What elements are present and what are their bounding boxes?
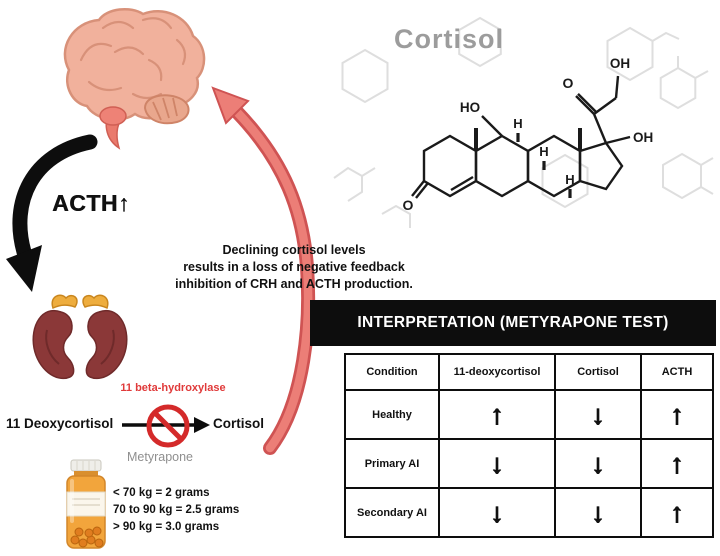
pituitary-icon bbox=[99, 106, 127, 126]
table-row: Healthy ↑ ↓ ↑ bbox=[344, 389, 714, 440]
drug-name-label: Metyrapone bbox=[127, 450, 194, 464]
interpretation-panel: INTERPRETATION (METYRAPONE TEST) Conditi… bbox=[310, 300, 716, 538]
substrate-label: 11 Deoxycortisol bbox=[6, 416, 114, 431]
column-header-11-deoxycortisol: 11-deoxycortisol bbox=[438, 353, 556, 391]
chem-label-oh-17: OH bbox=[633, 130, 653, 145]
pill-bottle-icon bbox=[66, 459, 106, 549]
feedback-text-line: results in a loss of negative feedback bbox=[183, 260, 405, 274]
chem-label-o-side: O bbox=[563, 75, 574, 91]
feedback-text-line: inhibition of CRH and ACTH production. bbox=[175, 277, 413, 291]
arrow-cell: ↓ bbox=[438, 487, 556, 538]
reaction-arrow-icon bbox=[122, 417, 210, 433]
row-label: Secondary AI bbox=[344, 487, 440, 538]
acth-label: ACTH↑ bbox=[52, 190, 130, 216]
cortisol-structure: HO O O OH OH H H H bbox=[333, 16, 714, 228]
structure-title: Cortisol bbox=[394, 24, 505, 54]
stereo-bonds bbox=[516, 133, 572, 198]
arrow-cell: ↑ bbox=[438, 389, 556, 440]
interpretation-table: Condition 11-deoxycortisol Cortisol ACTH… bbox=[344, 353, 714, 538]
chem-label-ho: HO bbox=[460, 100, 480, 115]
arrow-cell: ↑ bbox=[640, 487, 714, 538]
table-header-row: Condition 11-deoxycortisol Cortisol ACTH bbox=[344, 353, 714, 391]
blocked-prohibition-icon bbox=[146, 404, 190, 448]
dosing-line: 70 to 90 kg = 2.5 grams bbox=[113, 504, 240, 516]
arrow-cell: ↑ bbox=[640, 438, 714, 489]
faded-structures bbox=[333, 16, 714, 228]
methyl-groups bbox=[474, 128, 582, 151]
chem-label-o-ring: O bbox=[403, 197, 414, 213]
acth-down-arrow-icon bbox=[6, 134, 98, 292]
feedback-text: Declining cortisol levels results in a l… bbox=[138, 242, 450, 293]
table-row: Primary AI ↓ ↓ ↑ bbox=[344, 438, 714, 489]
dosing-line: < 70 kg = 2 grams bbox=[113, 487, 210, 499]
enzyme-label: 11 beta-hydroxylase bbox=[120, 382, 226, 394]
arrow-cell: ↓ bbox=[438, 438, 556, 489]
chem-label-h: H bbox=[565, 172, 574, 187]
steroid-rings bbox=[411, 75, 631, 199]
product-label: Cortisol bbox=[213, 416, 265, 431]
row-label: Primary AI bbox=[344, 438, 440, 489]
arrow-cell: ↓ bbox=[554, 438, 642, 489]
row-label: Healthy bbox=[344, 389, 440, 440]
chem-label-oh-side: OH bbox=[610, 56, 630, 71]
arrow-cell: ↑ bbox=[640, 389, 714, 440]
arrow-cell: ↓ bbox=[554, 487, 642, 538]
dosing-text: < 70 kg = 2 grams 70 to 90 kg = 2.5 gram… bbox=[113, 485, 239, 536]
brain-icon bbox=[63, 7, 206, 150]
feedback-text-line: Declining cortisol levels bbox=[222, 243, 366, 257]
interpretation-table-title: INTERPRETATION (METYRAPONE TEST) bbox=[310, 300, 716, 346]
table-row: Secondary AI ↓ ↓ ↑ bbox=[344, 487, 714, 538]
negative-feedback-arrow-icon bbox=[211, 86, 316, 455]
chem-label-h: H bbox=[513, 116, 522, 131]
column-header-condition: Condition bbox=[344, 353, 440, 391]
column-header-acth: ACTH bbox=[640, 353, 714, 391]
chem-label-h: H bbox=[539, 144, 548, 159]
kidneys-icon bbox=[32, 294, 128, 380]
dosing-line: > 90 kg = 3.0 grams bbox=[113, 521, 220, 533]
arrow-cell: ↓ bbox=[554, 389, 642, 440]
column-header-cortisol: Cortisol bbox=[554, 353, 642, 391]
